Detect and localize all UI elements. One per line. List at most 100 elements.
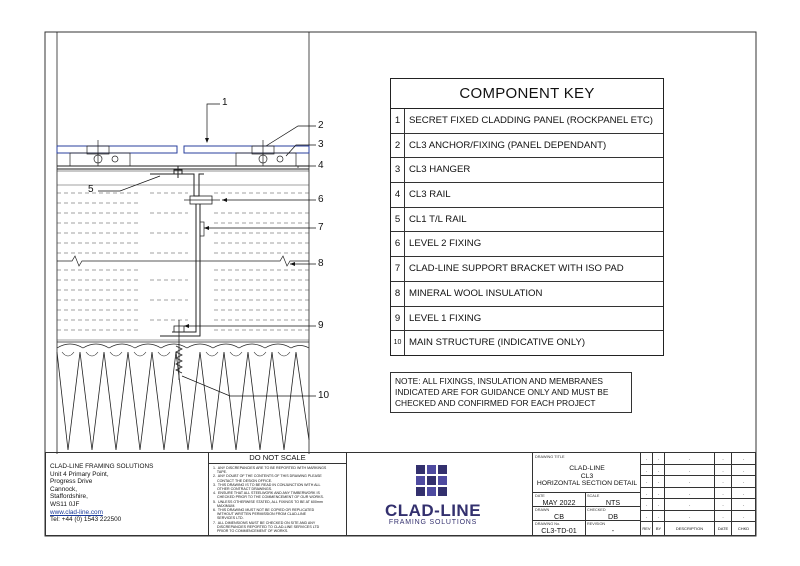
company-address-5: WS11 0JF <box>50 500 80 508</box>
revision-header-by: BY <box>653 522 665 535</box>
clad-line-logo: CLAD-LINE FRAMING SOLUTIONS <box>347 453 532 535</box>
revision-cell: - <box>732 453 755 465</box>
company-address-4: Staffordshire, <box>50 493 88 501</box>
date-value: MAY 2022 <box>542 498 576 507</box>
component-key-label: LEVEL 1 FIXING <box>409 312 482 324</box>
drawing-title-line-1: CLAD-LINE <box>569 465 605 472</box>
component-key-number: 7 <box>391 257 405 281</box>
callout-8: 8 <box>318 258 324 269</box>
component-key-title: COMPONENT KEY <box>391 79 663 109</box>
company-name: CLAD-LINE FRAMING SOLUTIONS <box>50 463 154 470</box>
revision-cell: - <box>653 476 665 488</box>
cladding-panel <box>56 145 310 154</box>
callout-5: 5 <box>88 184 94 195</box>
revision-cell: - <box>715 499 732 511</box>
drawing-title-line-3: HORIZONTAL SECTION DETAIL <box>536 480 638 488</box>
drawing-title: CLAD-LINE CL3 HORIZONTAL SECTION DETAIL <box>533 465 641 488</box>
revision-cell: - <box>732 511 755 522</box>
component-key-number: 8 <box>391 281 405 306</box>
revision-cell: - <box>653 499 665 511</box>
company-address-3: Cannock, <box>50 485 77 493</box>
revision-cell: - <box>665 499 715 511</box>
revision-cell: - <box>653 487 665 499</box>
checked-value: DB <box>608 512 618 521</box>
revision-cell: - <box>715 510 732 522</box>
company-address-1: Unit 4 Primary Point, <box>50 470 109 478</box>
callout-7: 7 <box>318 222 324 233</box>
revision-cell: - <box>653 510 665 522</box>
company-address-2: Progress Drive <box>50 478 93 486</box>
cl1-tl-rail <box>150 166 204 197</box>
scale-value: NTS <box>605 498 621 507</box>
component-key-number: 5 <box>391 207 405 232</box>
component-key-row: 7 CLAD-LINE SUPPORT BRACKET WITH ISO PAD <box>391 257 663 282</box>
revision-cell: - <box>641 453 653 465</box>
company-details: CLAD-LINE FRAMING SOLUTIONS Unit 4 Prima… <box>50 463 200 524</box>
component-key-row: 9 LEVEL 1 FIXING <box>391 306 663 332</box>
revision-cell: - <box>732 499 755 511</box>
leader-arrows <box>184 138 295 328</box>
callout-1: 1 <box>222 97 228 108</box>
checked-label: CHECKED <box>587 508 606 512</box>
revision-cell: - <box>641 464 653 476</box>
revision-cell: - <box>715 487 732 499</box>
component-key-number: 10 <box>391 331 405 355</box>
revision-header-chkd: CHKD <box>737 526 750 531</box>
drawing-number-label: DRAWING No. <box>535 522 561 526</box>
guidance-note: NOTE: ALL FIXINGS, INSULATION AND MEMBRA… <box>390 372 632 413</box>
revision-cell: - <box>641 476 653 488</box>
component-key-label: LEVEL 2 FIXING <box>409 238 482 250</box>
do-not-scale-notes: 1. ANY DISCREPANCIES ARE TO BE REPORTED … <box>209 464 346 535</box>
company-website-link[interactable]: www.clad-line.com <box>50 508 103 516</box>
revision-cell: - <box>665 487 715 499</box>
do-not-scale-note-line: MAXIMUM. <box>213 503 236 508</box>
revision-cell: - <box>665 510 715 522</box>
do-not-scale-note-line: 5. UNLESS OTHERWISE STATED, ALL FIXINGS … <box>213 499 323 504</box>
cl3-rail <box>57 165 309 172</box>
sheet-border <box>44 31 757 537</box>
date-label: DATE <box>535 494 545 498</box>
component-key-number: 4 <box>391 183 405 207</box>
drawn-label: DRAWN <box>535 508 550 512</box>
do-not-scale-note-line: CHECKED PRIOR TO THE COMMENCEMENT OF OUR… <box>213 495 324 500</box>
support-bracket <box>160 204 205 337</box>
revision-cell: - <box>715 464 732 476</box>
component-key-label: CLAD-LINE SUPPORT BRACKET WITH ISO PAD <box>409 263 624 275</box>
callout-10: 10 <box>318 390 330 401</box>
do-not-scale-note-line: 2. ANY DOUBT OF THE CONTENTS OF THIS DRA… <box>213 474 322 479</box>
drawn-value: CB <box>554 512 564 521</box>
callout-9: 9 <box>318 320 324 331</box>
revision-cell: - <box>715 453 732 465</box>
revision-cell: - <box>641 499 653 511</box>
leader-lines <box>98 103 316 397</box>
logo-tagline: FRAMING SOLUTIONS <box>388 519 478 526</box>
component-key-number: 9 <box>391 306 405 331</box>
drawing-title-line-2: CL3 <box>580 472 594 480</box>
do-not-scale-panel: DO NOT SCALE 1. ANY DISCREPANCIES ARE TO… <box>208 453 347 535</box>
callout-2: 2 <box>318 120 324 131</box>
do-not-scale-note-line: 7. ALL DIMENSIONS MUST BE CHECKED ON SIT… <box>213 520 316 525</box>
revision-cell: - <box>653 464 665 476</box>
do-not-scale-note-line: PRIOR TO COMMENCEMENT OF WORKS. <box>213 529 289 534</box>
drawing-number-value: CL3-TD-01 <box>541 526 577 535</box>
revision-cell: - <box>732 465 755 476</box>
do-not-scale-note-line: 3. THIS DRAWING IS TO BE READ IN CONJUNC… <box>213 482 321 487</box>
component-key-number: 3 <box>391 158 405 183</box>
cl3-anchor-fixing <box>69 140 297 167</box>
revision-cell: - <box>732 476 755 488</box>
revision-cell: - <box>665 464 715 476</box>
drawing-info-panel: DRAWING TITLE CLAD-LINE CL3 HORIZONTAL S… <box>532 453 641 535</box>
component-key-number: 2 <box>391 133 405 158</box>
callout-4: 4 <box>318 160 324 171</box>
revision-value: - <box>611 526 615 535</box>
do-not-scale-note-line: CONTACT THE DESIGN OFFICE. <box>213 478 273 483</box>
